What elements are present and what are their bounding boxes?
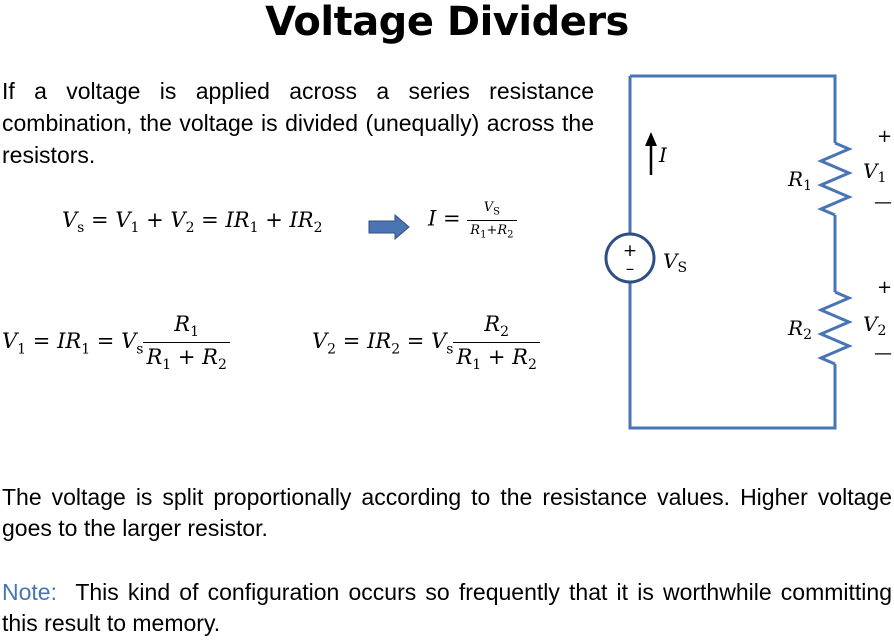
note-paragraph: Note: This kind of configuration occurs … bbox=[2, 577, 892, 639]
equation-total-voltage: Vs = V1 + V2 = IR1 + IR2 bbox=[62, 208, 323, 237]
r2-label: R2 bbox=[787, 316, 812, 343]
resistor-r2-icon bbox=[817, 290, 853, 366]
equation-v2: V2 = IR2 = Vs R2 R1 + R2 bbox=[312, 312, 540, 373]
equation-current: I = VS R1+R2 bbox=[428, 200, 517, 240]
v1-label: V1 bbox=[863, 159, 886, 186]
current-label: I bbox=[658, 143, 668, 167]
v1-plus: + bbox=[877, 126, 892, 147]
intro-text: If a voltage is applied across a series … bbox=[2, 78, 594, 168]
note-text: This kind of configuration occurs so fre… bbox=[2, 579, 892, 636]
equation-v1: V1 = IR1 = Vs R1 R1 + R2 bbox=[2, 312, 230, 373]
note-label: Note: bbox=[2, 579, 57, 605]
r1-label: R1 bbox=[787, 167, 812, 194]
resistor-r1-icon bbox=[817, 141, 853, 217]
source-plus: + bbox=[623, 241, 637, 261]
v2-label: V2 bbox=[863, 312, 886, 339]
page-title: Voltage Dividers bbox=[265, 0, 629, 45]
voltage-divider-circuit: + – I VS R1 R2 + V1 — + V2 — bbox=[604, 74, 892, 430]
source-label: VS bbox=[663, 249, 687, 276]
current-arrow-icon bbox=[645, 132, 657, 175]
implies-arrow-icon bbox=[368, 214, 410, 240]
v2-minus: — bbox=[874, 343, 892, 364]
circuit-wires bbox=[628, 74, 853, 430]
voltage-source-icon bbox=[604, 232, 656, 284]
proportional-paragraph: The voltage is split proportionally acco… bbox=[2, 484, 892, 541]
source-minus: – bbox=[626, 259, 635, 279]
v2-plus: + bbox=[877, 277, 892, 298]
v1-minus: — bbox=[874, 192, 892, 213]
